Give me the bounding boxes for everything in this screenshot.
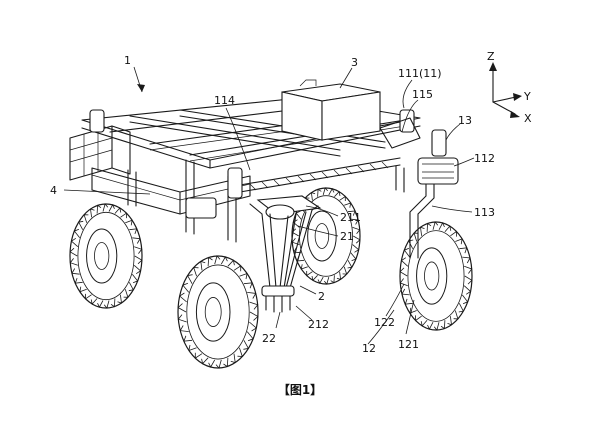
wheel-front-left: [177, 255, 259, 369]
figure-caption: 【图1】: [278, 382, 322, 397]
leader-lines: [63, 66, 475, 345]
wheel-rear-right: [291, 187, 361, 285]
label-1: 1: [124, 54, 131, 67]
axis-z-label: Z: [487, 50, 495, 63]
label-112: 112: [474, 152, 495, 165]
label-111: 111(11): [398, 67, 442, 80]
wheels: [69, 187, 473, 369]
picking-mechanism: [249, 195, 322, 313]
label-121: 121: [398, 338, 419, 351]
label-122: 122: [374, 316, 395, 329]
label-2: 2: [318, 290, 325, 303]
label-114: 114: [214, 94, 235, 107]
label-12: 12: [362, 342, 376, 355]
coordinate-axes: Z Y X: [487, 50, 532, 125]
label-21: 21: [340, 230, 354, 243]
label-13: 13: [458, 114, 472, 127]
label-4: 4: [50, 184, 57, 197]
label-212: 212: [308, 318, 329, 331]
label-113: 113: [474, 206, 495, 219]
label-22: 22: [262, 332, 276, 345]
label-115: 115: [412, 88, 433, 101]
axis-x-label: X: [524, 112, 532, 125]
label-1-arrow: [137, 84, 145, 92]
axis-y-label: Y: [523, 90, 531, 103]
reference-labels: 1 3 111(11) 114 115 13 112 4 211 113 21 …: [50, 54, 495, 355]
wheel-rear-left: [69, 203, 143, 309]
label-3: 3: [351, 56, 358, 69]
control-box: [281, 79, 381, 141]
wheel-front-right: [399, 221, 473, 331]
label-211: 211: [340, 211, 361, 224]
